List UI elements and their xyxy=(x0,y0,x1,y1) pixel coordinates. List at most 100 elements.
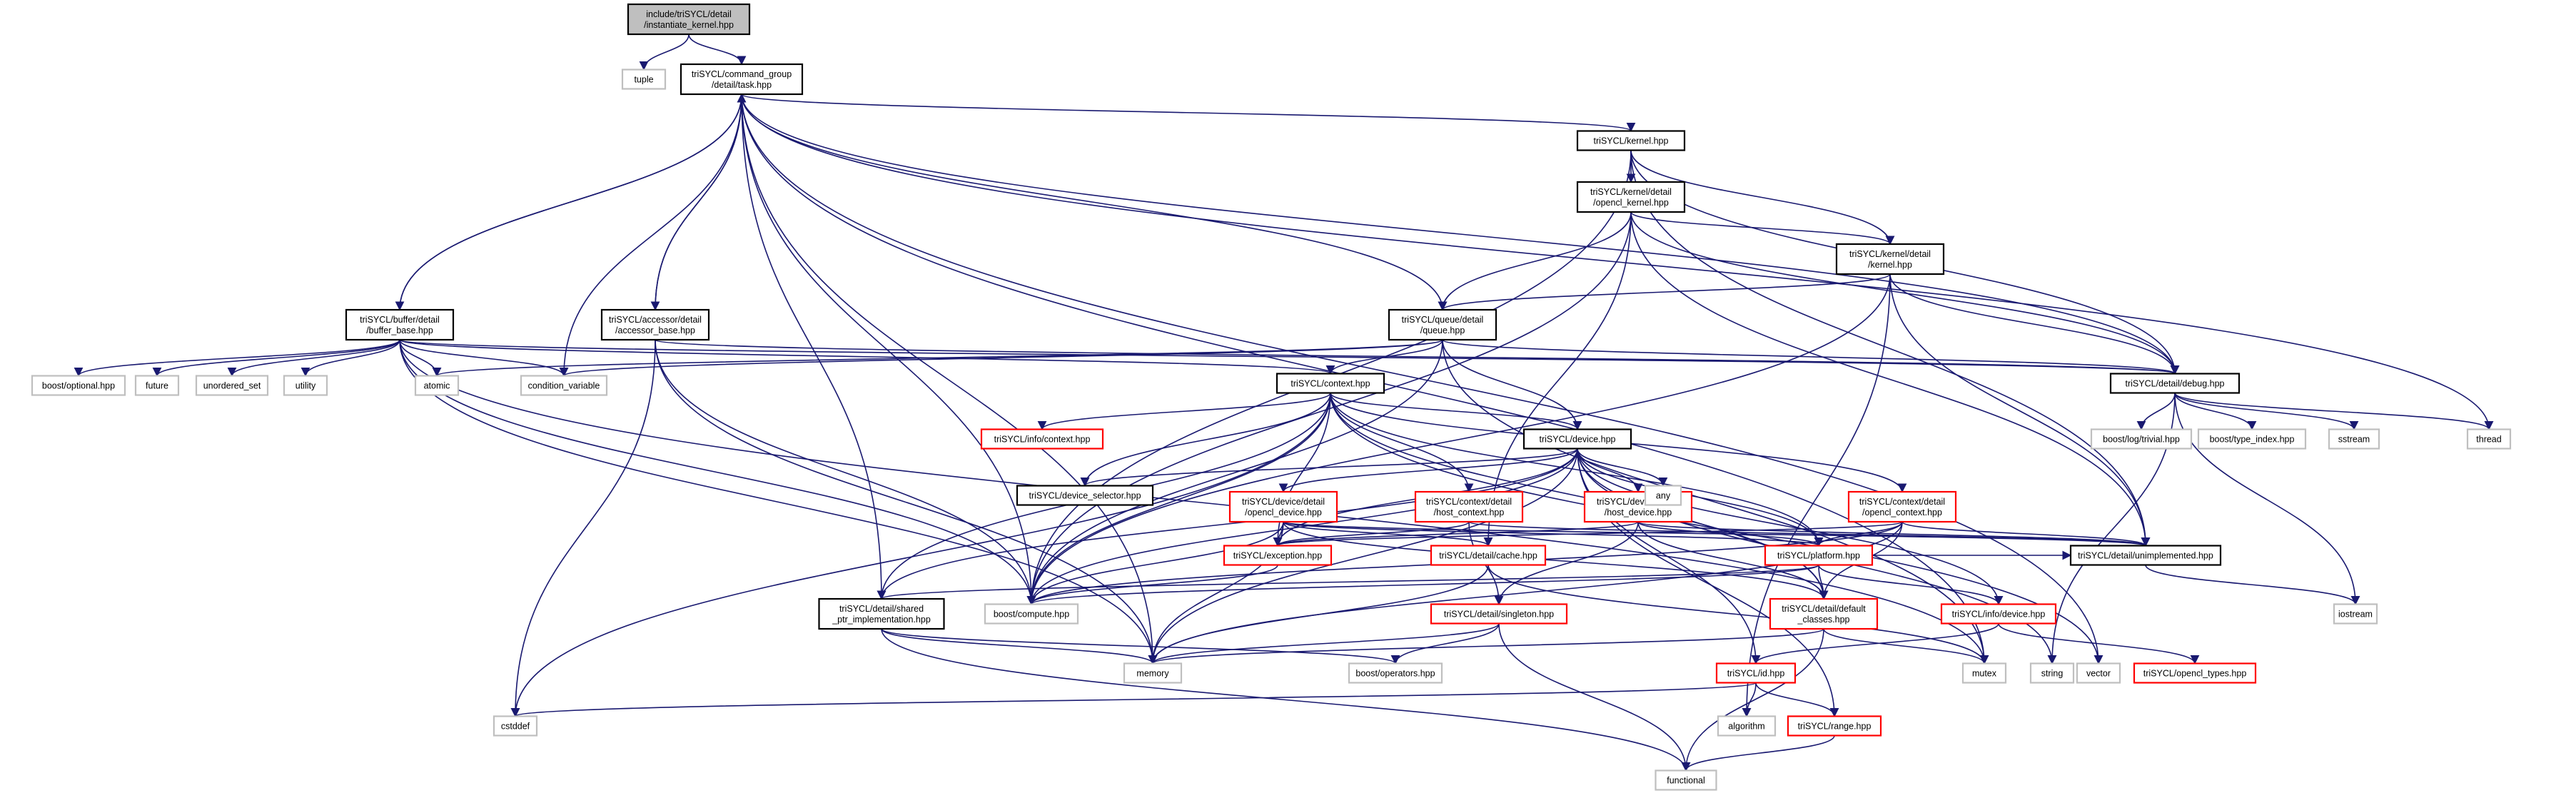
edge-opencl_kernel-to-boost_compute xyxy=(1026,211,1632,605)
node-vector: vector xyxy=(2076,662,2121,684)
edge-host_context-to-exception xyxy=(1273,521,1470,547)
edge-device-to-memory xyxy=(1148,448,1578,665)
node-label: boost/type_index.hpp xyxy=(2210,435,2295,445)
edge-host_device-to-exception xyxy=(1273,521,1639,547)
node-opencl-kernel[interactable]: triSYCL/kernel/detail/opencl_kernel.hpp xyxy=(1576,181,1686,213)
node-box xyxy=(1388,308,1497,341)
node-box xyxy=(283,375,328,396)
edge-cache-to-mutex xyxy=(1487,565,1989,665)
edge-debug-to-sstream xyxy=(2174,393,2359,430)
node-shared-ptr[interactable]: triSYCL/detail/shared_ptr_implementation… xyxy=(818,597,945,630)
node-box xyxy=(195,375,269,396)
edge-accessor_base-to-task xyxy=(655,93,747,310)
edge-device-to-id xyxy=(1577,448,1761,665)
edge-root-to-task xyxy=(688,34,747,66)
node-label: triSYCL/buffer/detail xyxy=(360,315,440,325)
node-label: boost/log/trivial.hpp xyxy=(2103,435,2180,445)
node-tuple: tuple xyxy=(621,69,667,90)
node-label: /opencl_kernel.hpp xyxy=(1593,198,1669,208)
node-memory: memory xyxy=(1123,662,1183,684)
node-box xyxy=(1576,181,1686,213)
node-label: /buffer_base.hpp xyxy=(366,325,433,335)
node-kernel-detail[interactable]: triSYCL/kernel/detail/kernel.hpp xyxy=(1835,243,1945,276)
node-label: /kernel.hpp xyxy=(1868,260,1912,270)
edge-task-to-thread xyxy=(741,94,2494,430)
edge-task-to-condition_variable xyxy=(559,94,742,377)
node-id[interactable]: triSYCL/id.hpp xyxy=(1715,662,1797,684)
node-box xyxy=(1123,662,1183,684)
node-default-classes[interactable]: triSYCL/detail/default_classes.hpp xyxy=(1769,597,1879,630)
node-platform[interactable]: triSYCL/platform.hpp xyxy=(1764,545,1874,566)
node-utility: utility xyxy=(283,375,328,396)
node-box xyxy=(621,69,667,90)
edge-opencl_device-to-boost_compute xyxy=(1026,521,1284,605)
edge-accessor_base-to-memory xyxy=(655,339,1158,665)
node-future: future xyxy=(134,375,180,396)
node-box xyxy=(1576,130,1686,151)
node-boost-log: boost/log/trivial.hpp xyxy=(2090,428,2193,450)
node-iostream: iostream xyxy=(2333,603,2378,625)
node-opencl-context[interactable]: triSYCL/context/detail/opencl_context.hp… xyxy=(1847,490,1957,523)
node-box xyxy=(1276,373,1385,394)
node-label: triSYCL/range.hpp xyxy=(1798,722,1872,732)
node-box xyxy=(600,308,710,341)
node-unimplemented[interactable]: triSYCL/detail/unimplemented.hpp xyxy=(2069,545,2222,566)
edge-platform-to-default_classes xyxy=(1818,565,1829,600)
node-box xyxy=(1644,485,1682,506)
node-range[interactable]: triSYCL/range.hpp xyxy=(1787,715,1882,737)
node-buffer-base[interactable]: triSYCL/buffer/detail/buffer_base.hpp xyxy=(345,308,455,341)
node-queue[interactable]: triSYCL/queue/detail/queue.hpp xyxy=(1388,308,1497,341)
node-label: sstream xyxy=(2338,435,2370,445)
node-singleton[interactable]: triSYCL/detail/singleton.hpp xyxy=(1430,603,1568,625)
node-label: /accessor_base.hpp xyxy=(615,325,695,335)
edge-device-to-shared_ptr xyxy=(877,448,1578,600)
edge-opencl_device-to-default_classes xyxy=(1283,521,1829,600)
node-host-context[interactable]: triSYCL/context/detail/host_context.hpp xyxy=(1414,490,1524,523)
node-label: triSYCL/id.hpp xyxy=(1727,669,1785,679)
edge-opencl_kernel-to-cache xyxy=(1483,211,1632,547)
node-task[interactable]: triSYCL/command_group/detail/task.hpp xyxy=(680,63,804,96)
edge-buffer_base-to-boost_compute xyxy=(399,339,1036,605)
edge-queue-to-mutex xyxy=(1442,339,1989,665)
node-label: any xyxy=(1656,491,1671,501)
node-label: boost/optional.hpp xyxy=(42,381,115,391)
node-opencl-device[interactable]: triSYCL/device/detail/opencl_device.hpp xyxy=(1228,490,1338,523)
node-info-context[interactable]: triSYCL/info/context.hpp xyxy=(980,428,1104,450)
edge-buffer_base-to-mutex xyxy=(399,339,1989,665)
node-box xyxy=(1414,490,1524,523)
node-device[interactable]: triSYCL/device.hpp xyxy=(1522,428,1632,450)
node-debug[interactable]: triSYCL/detail/debug.hpp xyxy=(2109,373,2241,394)
edge-platform-to-boost_compute xyxy=(1027,564,1819,605)
node-box xyxy=(2029,662,2075,684)
edge-buffer_base-to-boost_optional xyxy=(74,339,400,377)
edge-task-to-kernel xyxy=(741,94,1635,132)
node-label: boost/operators.hpp xyxy=(1355,669,1435,679)
node-info-device[interactable]: triSYCL/info/device.hpp xyxy=(1940,603,2057,625)
node-thread: thread xyxy=(2466,428,2512,450)
edge-device-to-any xyxy=(1577,448,1668,487)
node-opencl-types[interactable]: triSYCL/opencl_types.hpp xyxy=(2133,662,2257,684)
edge-device-to-boost_compute xyxy=(1026,448,1578,605)
node-label: triSYCL/detail/default xyxy=(1782,604,1866,614)
edge-task-to-memory xyxy=(741,94,1158,665)
node-box xyxy=(984,603,1079,625)
edge-info_device-to-opencl_types xyxy=(1998,623,2200,665)
node-box xyxy=(680,63,804,96)
node-kernel[interactable]: triSYCL/kernel.hpp xyxy=(1576,130,1686,151)
edge-debug-to-boost_log xyxy=(2136,393,2176,430)
edge-host_device-to-platform xyxy=(1637,521,1824,547)
node-cache[interactable]: triSYCL/detail/cache.hpp xyxy=(1430,545,1547,566)
node-label: triSYCL/detail/debug.hpp xyxy=(2126,379,2225,389)
node-box xyxy=(1228,490,1338,523)
edge-range-to-functional xyxy=(1681,735,1835,772)
node-device-selector[interactable]: triSYCL/device_selector.hpp xyxy=(1016,485,1154,506)
node-exception[interactable]: triSYCL/exception.hpp xyxy=(1223,545,1333,566)
node-accessor-base[interactable]: triSYCL/accessor/detail/accessor_base.hp… xyxy=(600,308,710,341)
node-context[interactable]: triSYCL/context.hpp xyxy=(1276,373,1385,394)
edge-task-to-shared_ptr xyxy=(741,94,887,600)
node-label: triSYCL/device.hpp xyxy=(1539,435,1615,445)
node-label: triSYCL/info/context.hpp xyxy=(994,435,1091,445)
node-box xyxy=(2076,662,2121,684)
edge-shared_ptr-to-functional xyxy=(881,628,1691,772)
node-box xyxy=(2466,428,2512,450)
